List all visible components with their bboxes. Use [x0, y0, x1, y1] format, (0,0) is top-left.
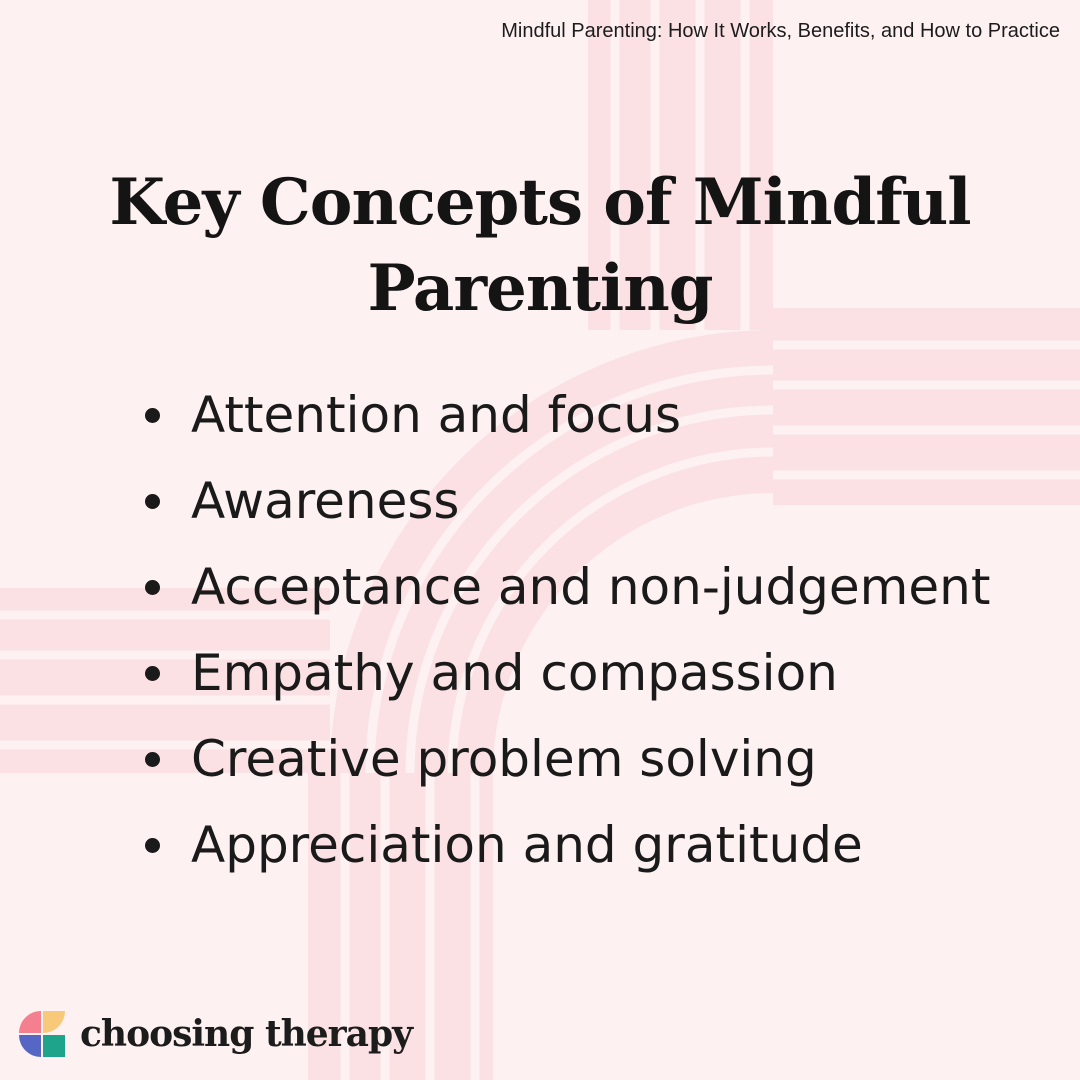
list-item-label: Awareness: [191, 472, 460, 530]
bullet-icon: [145, 751, 160, 767]
bullet-icon: [145, 579, 160, 595]
list-item-label: Creative problem solving: [191, 730, 817, 788]
brand-name: choosing therapy: [80, 1013, 413, 1055]
concept-list: Attention and focus Awareness Acceptance…: [140, 372, 990, 888]
list-item: Appreciation and gratitude: [140, 802, 990, 888]
list-item-label: Attention and focus: [191, 386, 682, 444]
list-item: Awareness: [140, 458, 990, 544]
list-item-label: Empathy and compassion: [191, 644, 838, 702]
list-item: Empathy and compassion: [140, 630, 990, 716]
list-item: Acceptance and non-judgement: [140, 544, 990, 630]
bullet-icon: [145, 493, 160, 509]
bullet-icon: [145, 665, 160, 681]
page-heading: Key Concepts of Mindful Parenting: [109, 165, 971, 326]
list-item: Creative problem solving: [140, 716, 990, 802]
list-item: Attention and focus: [140, 372, 990, 458]
bullet-icon: [145, 407, 160, 423]
list-item-label: Appreciation and gratitude: [191, 816, 863, 874]
brand: choosing therapy: [16, 1006, 413, 1062]
list-item-label: Acceptance and non-judgement: [191, 558, 991, 616]
bullet-icon: [145, 837, 160, 853]
choosing-therapy-logo-icon: [19, 1011, 65, 1057]
article-title: Mindful Parenting: How It Works, Benefit…: [501, 20, 1060, 42]
